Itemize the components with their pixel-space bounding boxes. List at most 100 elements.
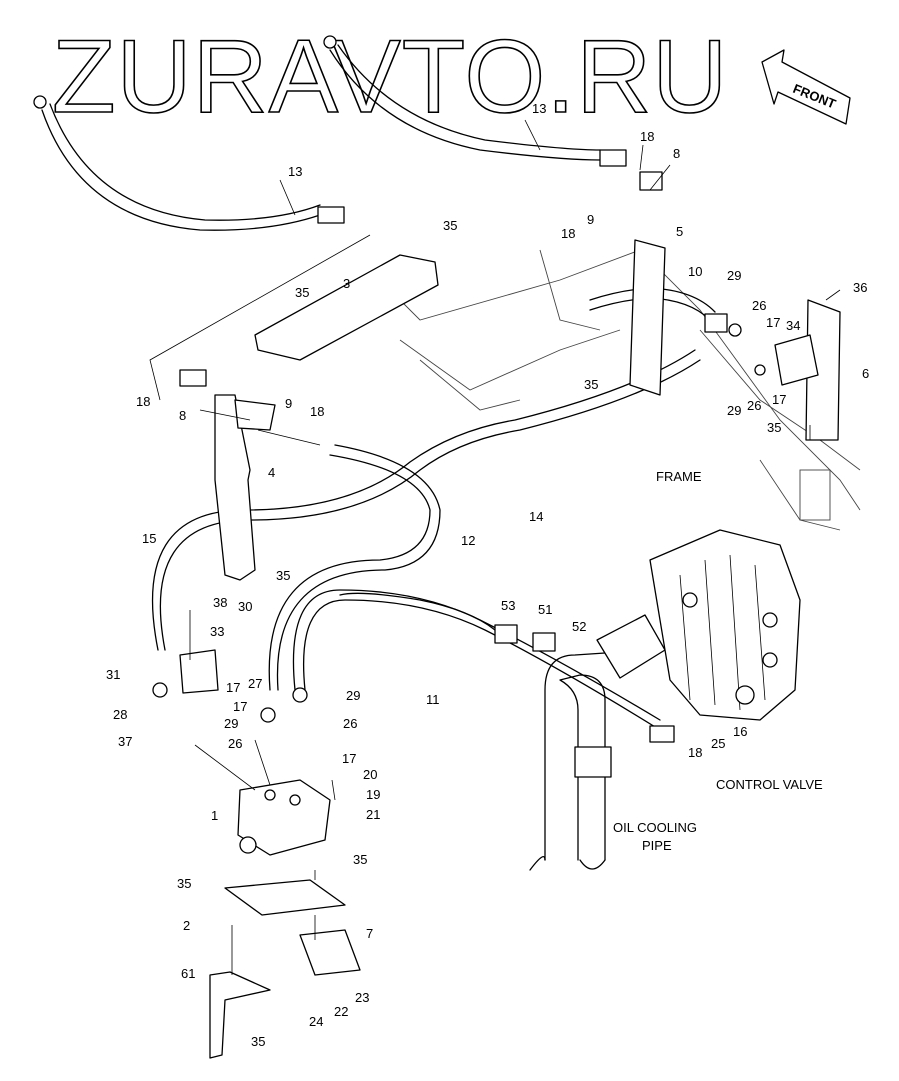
callout-15: 15 — [142, 531, 156, 546]
callout-26a: 26 — [752, 298, 766, 313]
bracket-6 — [805, 299, 841, 441]
callout-26c: 26 — [343, 716, 357, 731]
hose-13-left — [41, 109, 321, 231]
pipe-clamp — [574, 746, 612, 778]
callout-18d: 18 — [310, 404, 324, 419]
callout-23: 23 — [355, 990, 369, 1005]
block-34 — [774, 334, 819, 386]
callout-35b: 35 — [295, 285, 309, 300]
callout-18b: 18 — [561, 226, 575, 241]
callout-7: 7 — [366, 926, 373, 941]
callout-6: 6 — [862, 366, 869, 381]
callout-35h: 35 — [251, 1034, 265, 1049]
callout-38: 38 — [213, 595, 227, 610]
callout-29b: 29 — [727, 403, 741, 418]
callout-18a: 18 — [640, 129, 654, 144]
callout-13b: 13 — [532, 101, 546, 116]
block-33 — [179, 649, 219, 694]
callout-12: 12 — [461, 533, 475, 548]
bracket-61 — [209, 971, 271, 1059]
callout-35g: 35 — [177, 876, 191, 891]
callout-28: 28 — [113, 707, 127, 722]
callout-35a: 35 — [443, 218, 457, 233]
valve-block-1 — [237, 779, 331, 856]
leader-lines — [149, 119, 841, 975]
callout-1: 1 — [211, 808, 218, 823]
callout-9a: 9 — [587, 212, 594, 227]
callout-19: 19 — [366, 787, 380, 802]
callout-8b: 8 — [179, 408, 186, 423]
hose-11 — [292, 589, 661, 721]
callout-31: 31 — [106, 667, 120, 682]
callout-16: 16 — [733, 724, 747, 739]
callout-17d: 17 — [233, 699, 247, 714]
fitting-13 — [599, 149, 627, 167]
bracket-5 — [629, 239, 666, 396]
callout-35e: 35 — [276, 568, 290, 583]
fitting-51 — [532, 632, 556, 652]
fittings — [33, 35, 766, 743]
hose-15 — [159, 359, 701, 651]
callout-29a: 29 — [727, 268, 741, 283]
callout-24: 24 — [309, 1014, 323, 1029]
callout-61: 61 — [181, 966, 195, 981]
hose-53 — [339, 592, 496, 631]
callout-35f: 35 — [353, 852, 367, 867]
callout-53: 53 — [501, 598, 515, 613]
callout-35d: 35 — [767, 420, 781, 435]
callout-5: 5 — [676, 224, 683, 239]
callout-4: 4 — [268, 465, 275, 480]
callout-13a: 13 — [288, 164, 302, 179]
callout-51: 51 — [538, 602, 552, 617]
callout-29c: 29 — [346, 688, 360, 703]
watermark-text: ZURAVTO.RU — [52, 19, 728, 135]
callout-8a: 8 — [673, 146, 680, 161]
front-arrow-shape — [761, 49, 851, 125]
callout-17c: 17 — [226, 680, 240, 695]
callout-52: 52 — [572, 619, 586, 634]
callout-35c: 35 — [584, 377, 598, 392]
bracket-3 — [254, 254, 439, 361]
callout-26d: 26 — [228, 736, 242, 751]
callout-37: 37 — [118, 734, 132, 749]
plate-2 — [224, 879, 346, 916]
callout-9b: 9 — [285, 396, 292, 411]
callout-34: 34 — [786, 318, 800, 333]
caption-oil-cooling-1: OIL COOLING — [613, 820, 697, 835]
pipe-flange — [596, 614, 666, 679]
fitting-8 — [179, 369, 207, 387]
callout-29d: 29 — [224, 716, 238, 731]
caption-control-valve: CONTROL VALVE — [716, 777, 823, 792]
callout-22: 22 — [334, 1004, 348, 1019]
callout-17a: 17 — [766, 315, 780, 330]
callout-27: 27 — [248, 676, 262, 691]
callout-14: 14 — [529, 509, 543, 524]
callout-18e: 18 — [688, 745, 702, 760]
callout-17e: 17 — [342, 751, 356, 766]
callout-25: 25 — [711, 736, 725, 751]
callout-20: 20 — [363, 767, 377, 782]
callout-10: 10 — [688, 264, 702, 279]
callout-17b: 17 — [772, 392, 786, 407]
caption-oil-cooling-2: PIPE — [642, 838, 672, 853]
callout-labels: 13 13 18 8 9 18 5 35 3 35 10 29 26 17 34… — [106, 101, 869, 1049]
caption-frame: FRAME — [656, 469, 702, 484]
callout-11: 11 — [426, 692, 440, 707]
callout-18c: 18 — [136, 394, 150, 409]
callout-30: 30 — [238, 599, 252, 614]
control-valve — [649, 529, 801, 721]
oil-cooling-pipe — [529, 614, 666, 871]
frame-outline — [399, 249, 861, 531]
brackets — [179, 239, 841, 1059]
hose-12 — [268, 454, 431, 691]
front-arrow: FRONT — [761, 49, 851, 125]
callout-21: 21 — [366, 807, 380, 822]
callout-33: 33 — [210, 624, 224, 639]
callout-3: 3 — [343, 276, 350, 291]
hoses — [41, 44, 716, 731]
callout-2: 2 — [183, 918, 190, 933]
bracket-7 — [299, 929, 361, 976]
callout-26b: 26 — [747, 398, 761, 413]
